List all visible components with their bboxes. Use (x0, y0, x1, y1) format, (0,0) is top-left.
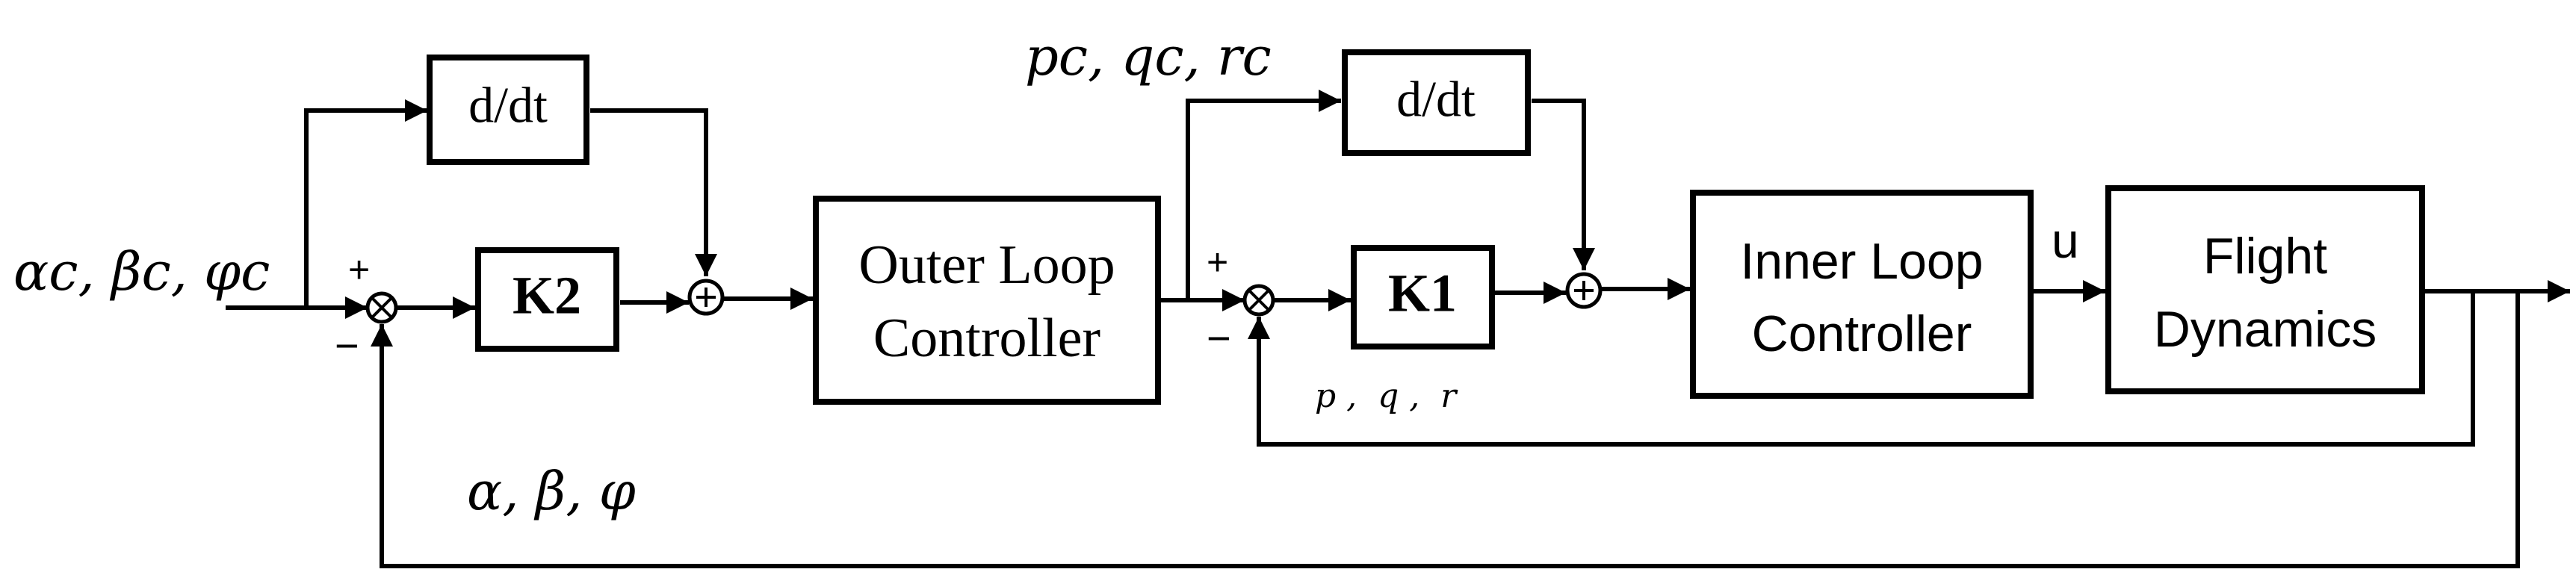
attitude-feedback-label: α, β, φ (467, 461, 636, 522)
wire-outer-deriv-out (590, 108, 717, 276)
outer-loop-controller-line2: Controller (873, 308, 1100, 369)
inner-loop-controller-block (1690, 190, 2034, 399)
adder-outer (687, 279, 725, 316)
derivative-block-inner (1342, 49, 1531, 156)
wire-inner-feedback (1248, 291, 2475, 447)
control-input-label: u (2052, 213, 2079, 268)
k1-gain-block (1351, 245, 1495, 349)
wire-outer-feedback (371, 291, 2520, 568)
wire-outer-deriv-branch (304, 99, 427, 308)
attitude-command-label: αc, βc, φc (13, 241, 270, 302)
wire-inner-deriv-branch (1186, 90, 1341, 300)
inner-loop-controller-line2: Controller (1752, 305, 1972, 362)
derivative-block-outer-label: d/dt (468, 77, 548, 134)
summing-junction-inner (1242, 284, 1275, 317)
flight-dynamics-line2: Dynamics (2154, 301, 2377, 358)
sign-plus-inner: + (1207, 241, 1228, 283)
sign-minus-inner: − (1207, 314, 1231, 361)
outer-loop-controller-block (813, 196, 1161, 405)
sign-minus-outer: − (335, 322, 359, 369)
derivative-block-outer (427, 55, 589, 165)
k2-gain-block (475, 247, 619, 352)
k2-gain-label: K2 (513, 266, 581, 326)
wire-inner-deriv-out (1532, 99, 1595, 270)
summing-junction-outer (365, 291, 398, 324)
inner-loop-controller-line1: Inner Loop (1740, 233, 1983, 290)
flight-dynamics-line1: Flight (2203, 228, 2327, 285)
measured-rates-label: p , q , r (1315, 377, 1458, 415)
k1-gain-label: K1 (1388, 264, 1457, 323)
sign-plus-outer: + (348, 249, 370, 290)
outer-loop-controller-line1: Outer Loop (858, 234, 1115, 296)
adder-inner (1565, 272, 1603, 309)
rate-command-label: pc, qc, rc (1025, 26, 1272, 87)
derivative-block-inner-label: d/dt (1396, 71, 1476, 128)
flight-dynamics-block (2105, 185, 2425, 394)
